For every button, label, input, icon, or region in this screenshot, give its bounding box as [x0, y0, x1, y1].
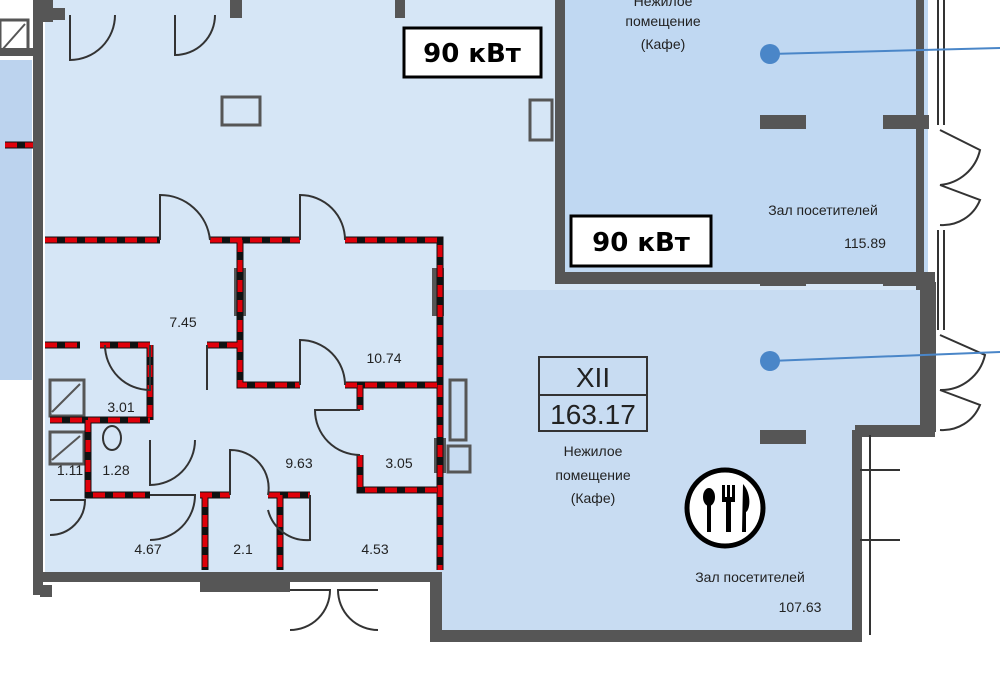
door-swings [49, 14, 987, 631]
facade-glazing [869, 0, 945, 635]
toilet [102, 425, 122, 451]
room-area-2-1: 2.1 [233, 541, 253, 557]
cafe-main-hall-label: Зал посетителей [695, 569, 805, 585]
unit-area: 163.17 [550, 399, 636, 430]
leader-line-bottom [769, 351, 1000, 362]
unit-number-box: XII 163.17 [538, 356, 648, 432]
fork-knife-icon [684, 467, 766, 549]
cafe-top-hall-area: 115.89 [844, 235, 886, 251]
cafe-main-name-line1: Нежилое [564, 443, 623, 459]
room-area-9-63: 9.63 [285, 455, 312, 471]
unit-number: XII [576, 362, 610, 393]
power-badge-label: 90 кВт [592, 228, 690, 258]
outer-walls [0, 0, 936, 642]
room-area-4-67: 4.67 [134, 541, 161, 557]
cafe-top-name-line3: (Кафе) [641, 36, 686, 52]
partition-walls [5, 141, 444, 570]
room-area-3-01: 3.01 [107, 399, 134, 415]
shafts [0, 18, 554, 474]
room-area-7-45: 7.45 [169, 314, 196, 330]
power-badge-label: 90 кВт [423, 39, 521, 69]
cafe-main-area [440, 290, 930, 635]
room-area-1-11: 1.11 [57, 462, 83, 478]
left-neighbour-area [0, 60, 32, 380]
power-badge-bottom: 90 кВт [569, 214, 713, 268]
leader-line-top [769, 47, 1000, 55]
room-area-3-05: 3.05 [385, 455, 412, 471]
room-area-1-28: 1.28 [102, 462, 129, 478]
cafe-top-name-line2: помещение [625, 13, 700, 29]
power-badge-top: 90 кВт [402, 26, 543, 79]
location-dot-icon[interactable] [760, 351, 780, 371]
cafe-main-name-line3: (Кафе) [571, 490, 616, 506]
cafe-top-name-line1: Нежилое [634, 0, 693, 9]
room-area-4-53: 4.53 [361, 541, 388, 557]
cafe-main-name-line2: помещение [555, 467, 630, 483]
cafe-top-hall-label: Зал посетителей [768, 202, 878, 218]
cafe-main-hall-area: 107.63 [779, 599, 822, 615]
location-dot-icon[interactable] [760, 44, 780, 64]
room-area-10-74: 10.74 [366, 350, 401, 366]
